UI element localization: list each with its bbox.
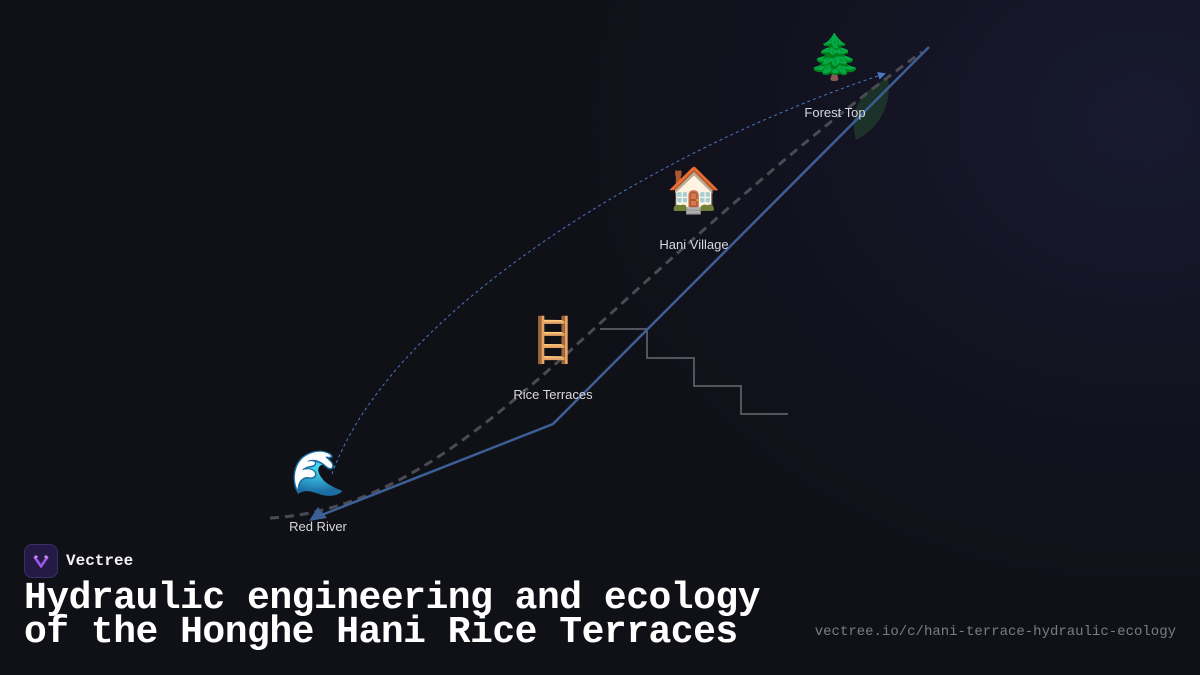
node-label-forest-top: Forest Top [804,105,866,120]
terrace-steps [600,328,788,415]
page-title: Hydraulic engineering and ecology of the… [24,577,761,654]
source-url[interactable]: vectree.io/c/hani-terrace-hydraulic-ecol… [814,624,1176,640]
slope-profile-line [313,46,930,520]
slope-arrowhead [309,507,327,521]
brand: Vectree [24,544,133,578]
leaf-shape [853,78,889,140]
evergreen-tree-icon: 🌲 [807,32,863,83]
water-cycle-dashed-line [331,72,886,475]
node-label-red-river: Red River [289,519,347,534]
water-wave-icon: 🌊 [290,448,346,499]
node-label-rice-terraces: Rice Terraces [513,387,593,402]
node-label-hani-village: Hani Village [659,237,729,252]
ladder-icon: 🪜 [525,315,581,366]
house-icon: 🏠 [666,165,722,216]
brand-name: Vectree [66,552,134,570]
drainage-dashed-line [269,50,923,520]
vectree-logo-icon [24,544,58,578]
